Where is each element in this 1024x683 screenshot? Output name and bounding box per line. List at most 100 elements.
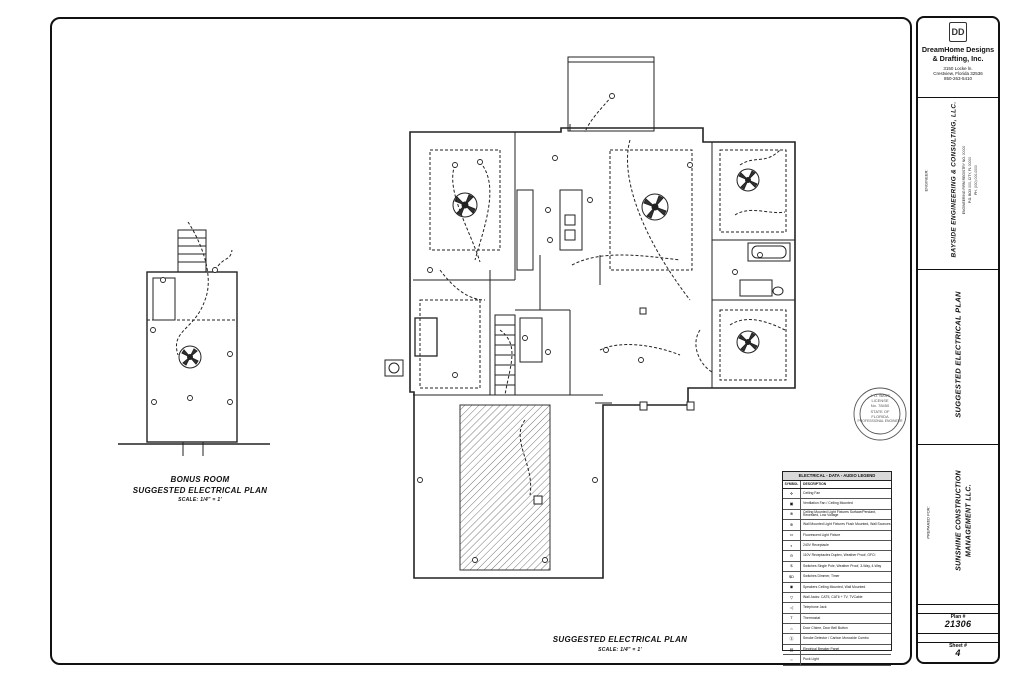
main-plan-scale: SCALE: 1/4" = 1' [598, 647, 642, 653]
company-address-line1: 3150 Locke ln. [943, 66, 973, 71]
legend-description: 240V Receptacle [803, 542, 829, 547]
engineer-detail-3: PH. (000) 000-0000 [974, 165, 978, 195]
legend-description: Wall Mounted Light Fixtures Flush Mounte… [803, 522, 891, 527]
bonus-room-title-line1: BONUS ROOM [170, 475, 230, 484]
legend-symbol: $ [783, 561, 801, 572]
legend-symbol: ○ [783, 655, 801, 665]
engineer-label: ENGINEER: [923, 169, 929, 192]
sheet-number-label-row: Sheet # [918, 634, 998, 649]
client-section: PREPARED FOR: SUNSHINE CONSTRUCTION MANA… [918, 445, 998, 605]
seal-ring-text: PROFESSIONAL ENGINEER [857, 419, 903, 424]
legend-description: Ceiling Fan [803, 490, 821, 495]
engineer-section: ENGINEER: BAYSIDE ENGINEERING & CONSULTI… [918, 98, 998, 270]
drawing-border [50, 17, 912, 665]
plan-number: 21306 [944, 619, 972, 629]
legend-symbol: ✢ [783, 489, 801, 499]
company-name-line1: DreamHome Designs [921, 45, 995, 54]
seal-state-name: FLORIDA [871, 413, 889, 419]
legend-row: ✢Ceiling Fan [783, 489, 891, 500]
legend-symbol: ▭ [783, 530, 801, 540]
legend-description: 110V Receptacles Duplex, Weather Proof, … [803, 553, 876, 558]
company-address-line2: Crestview, Florida 32536 [933, 71, 983, 76]
legend-symbol: ◐ [783, 540, 801, 551]
legend-description: Puck Light [803, 657, 819, 662]
bonus-room-scale: SCALE: 1/4" = 1' [178, 497, 222, 503]
legend-col-description: DESCRIPTION [803, 481, 827, 486]
legend-row: ▤Electrical Breaker Panel [783, 644, 891, 656]
legend-symbol: $D [783, 572, 801, 582]
legend-row: ▭Fluorescent Light Fixture [783, 530, 891, 541]
sheet-number-row: 4 [918, 643, 998, 662]
legend-row: ◉Speakers Ceiling Mounted, Wall Mounted [783, 582, 891, 593]
legend-symbol: ⊗ [783, 509, 801, 520]
legend-symbol: T [783, 613, 801, 624]
electrical-legend: ELECTRICAL - DATA - AUDIO LEGEND SYMBOL … [782, 471, 892, 666]
plan-number-label: Plan # [950, 614, 966, 620]
legend-description: Smoke Detector / Carbon Monoxide Combo [803, 636, 869, 641]
main-plan-title: SUGGESTED ELECTRICAL PLAN [552, 635, 688, 644]
bonus-room-title-line2: SUGGESTED ELECTRICAL PLAN [132, 486, 268, 495]
legend-row: ◁Telephone Jack [783, 603, 891, 614]
company-section: DD DreamHome Designs & Drafting, Inc. 31… [918, 18, 998, 98]
engineer-seal: J. D. BASS LICENSE No. 78450 STATE OF FL… [856, 393, 904, 435]
legend-description: Switches Dimmer, Timer [803, 574, 840, 579]
legend-symbol: ▣ [783, 499, 801, 509]
legend-col-symbol: SYMBOL [783, 481, 801, 488]
legend-symbol: ◁ [783, 603, 801, 613]
client-name-line1: SUNSHINE CONSTRUCTION [955, 470, 963, 571]
legend-symbol: Ⓢ [783, 634, 801, 644]
engineer-detail-2: P.O. BOX 000, CITY, FL 00000 [968, 156, 972, 204]
sheet-number: 4 [955, 648, 961, 658]
company-logo: DD [949, 22, 967, 42]
sheet-title-section: SUGGESTED ELECTRICAL PLAN [918, 270, 998, 445]
legend-description: Electrical Breaker Panel [803, 646, 840, 651]
legend-row: ⊖110V Receptacles Duplex, Weather Proof,… [783, 551, 891, 562]
legend-symbol: ▤ [783, 644, 801, 655]
legend-description: Wall Jacks: CAT5, CAT6 + TV, TVCable [803, 594, 863, 599]
legend-row: ○Puck Light [783, 655, 891, 666]
legend-row: ▣Ventilation Fan / Ceiling Mounted [783, 499, 891, 510]
seal-name: J. D. BASS [869, 393, 890, 398]
sheet-title: SUGGESTED ELECTRICAL PLAN [953, 291, 963, 418]
legend-symbol: ◉ [783, 582, 801, 592]
company-name-line2: & Drafting, Inc. [932, 54, 984, 63]
engineer-name: BAYSIDE ENGINEERING & CONSULTING, LLC. [950, 101, 958, 258]
seal-number: No. 78450 [870, 403, 890, 409]
legend-description: Telephone Jack [803, 605, 827, 610]
seal-state: STATE OF [870, 408, 890, 414]
legend-symbol: ⌂ [783, 624, 801, 634]
sheet-number-label: Sheet # [949, 643, 967, 649]
legend-description: Thermostat [803, 615, 821, 620]
legend-description: Ventilation Fan / Ceiling Mounted [803, 501, 853, 506]
title-block: DD DreamHome Designs & Drafting, Inc. 31… [916, 16, 1000, 664]
legend-symbol: ▽ [783, 592, 801, 603]
legend-row: ◐240V Receptacle [783, 540, 891, 552]
engineer-seal-ring [853, 387, 907, 441]
plan-number-row: 21306 [918, 614, 998, 634]
client-name-line2: MANAGEMENT LLC. [965, 484, 973, 557]
seal-license: LICENSE [871, 398, 889, 404]
legend-title: ELECTRICAL - DATA - AUDIO LEGEND [783, 472, 891, 481]
bonus-room-title: BONUS ROOM SUGGESTED ELECTRICAL PLAN [120, 474, 280, 496]
legend-symbol: ⊖ [783, 551, 801, 561]
company-phone: 850-263-5410 [943, 76, 973, 81]
legend-row: ⊕Wall Mounted Light Fixtures Flush Mount… [783, 520, 891, 531]
legend-row: ⌂Door Chime, Door Bell Button [783, 624, 891, 635]
plan-number-label-row: Plan # [918, 605, 998, 620]
legend-description: Fluorescent Light Fixture [803, 532, 841, 537]
prepared-for-label: PREPARED FOR: [925, 506, 931, 539]
legend-row: ⊗Ceiling Mounted Light Fixtures Surface/… [783, 509, 891, 521]
legend-description: Door Chime, Door Bell Button [803, 626, 848, 631]
legend-description: Ceiling Mounted Light Fixtures Surface/P… [803, 510, 876, 518]
legend-column-header: SYMBOL DESCRIPTION [783, 481, 891, 489]
engineer-detail-1: ENGINEERING FIRM REGISTRY NO. 00000 [962, 145, 966, 215]
legend-rows: ✢Ceiling Fan▣Ventilation Fan / Ceiling M… [783, 489, 891, 666]
legend-row: $Switches Single Pole, Weather Proof, 3-… [783, 561, 891, 573]
legend-row: ▽Wall Jacks: CAT5, CAT6 + TV, TVCable [783, 592, 891, 604]
legend-description: Switches Single Pole, Weather Proof, 3-W… [803, 563, 882, 568]
